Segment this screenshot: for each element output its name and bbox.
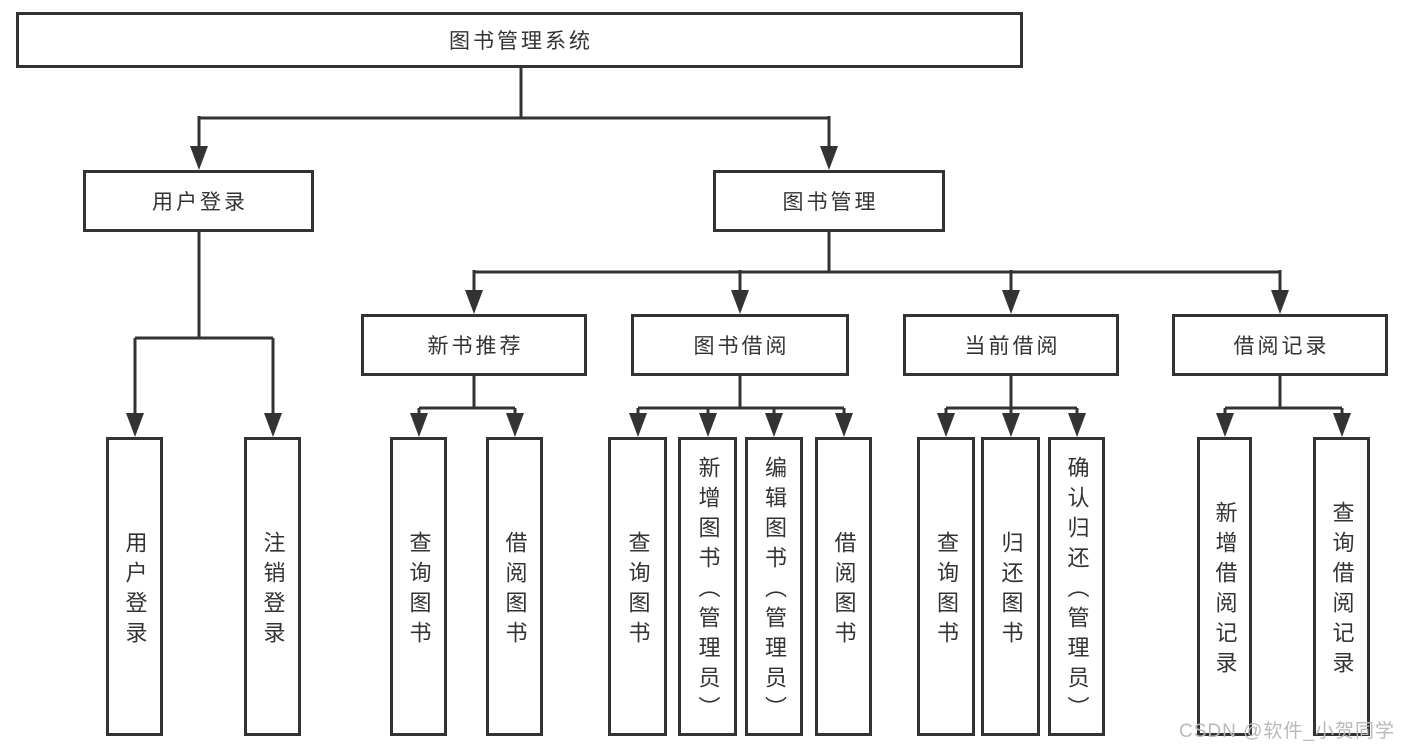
tree-lines bbox=[133, 68, 1344, 416]
node-label: 图书管理系统 bbox=[449, 30, 593, 53]
leaf-borrow-book-recommend: 借阅图书 bbox=[486, 437, 543, 736]
node-label: 借阅记录 bbox=[1233, 335, 1330, 358]
node-label: 查询图书 bbox=[406, 530, 432, 651]
node-label: 新书推荐 bbox=[427, 335, 524, 358]
leaf-query-borrow-record: 查询借阅记录 bbox=[1313, 437, 1370, 736]
node-label: 编辑图书（管理员） bbox=[762, 455, 787, 726]
node-label: 查询图书 bbox=[934, 530, 959, 651]
leaf-edit-book-admin: 编辑图书（管理员） bbox=[745, 437, 803, 736]
node-label: 借阅图书 bbox=[831, 530, 857, 651]
node-borrow-records: 借阅记录 bbox=[1172, 314, 1388, 376]
leaf-query-current-borrow: 查询图书 bbox=[917, 437, 975, 736]
node-label: 确认归还（管理员） bbox=[1064, 455, 1090, 726]
node-current-borrow: 当前借阅 bbox=[903, 314, 1119, 376]
node-label: 用户登录 bbox=[152, 191, 248, 214]
leaf-query-book: 查询图书 bbox=[608, 437, 667, 736]
node-book-borrow: 图书借阅 bbox=[631, 314, 849, 376]
leaf-add-book-admin: 新增图书（管理员） bbox=[678, 437, 737, 736]
leaf-logout: 注销登录 bbox=[244, 437, 301, 736]
node-label: 借阅图书 bbox=[502, 530, 528, 651]
leaf-return-book: 归还图书 bbox=[981, 437, 1040, 736]
csdn-watermark: CSDN @软件_小贺同学 bbox=[1179, 721, 1395, 742]
leaf-confirm-return-admin: 确认归还（管理员） bbox=[1048, 437, 1105, 736]
node-label: 查询借阅记录 bbox=[1329, 500, 1355, 681]
node-label: 图书管理 bbox=[782, 191, 879, 214]
leaf-borrow-book: 借阅图书 bbox=[815, 437, 872, 736]
leaf-query-book-recommend: 查询图书 bbox=[390, 437, 447, 736]
node-root: 图书管理系统 bbox=[16, 12, 1023, 68]
arrowheads bbox=[126, 146, 1351, 437]
node-label: 注销登录 bbox=[260, 530, 286, 651]
node-label: 图书借阅 bbox=[693, 335, 790, 358]
node-book-management: 图书管理 bbox=[713, 170, 945, 232]
leaf-add-borrow-record: 新增借阅记录 bbox=[1197, 437, 1252, 736]
node-label: 新增借阅记录 bbox=[1212, 500, 1238, 681]
node-label: 查询图书 bbox=[625, 530, 651, 651]
leaf-user-login: 用户登录 bbox=[106, 437, 163, 736]
node-label: 归还图书 bbox=[998, 530, 1024, 651]
node-user-login: 用户登录 bbox=[83, 170, 314, 232]
node-label: 新增图书（管理员） bbox=[695, 455, 721, 726]
node-label: 用户登录 bbox=[122, 530, 148, 651]
node-new-book-recommend: 新书推荐 bbox=[361, 314, 587, 376]
node-label: 当前借阅 bbox=[964, 335, 1061, 358]
